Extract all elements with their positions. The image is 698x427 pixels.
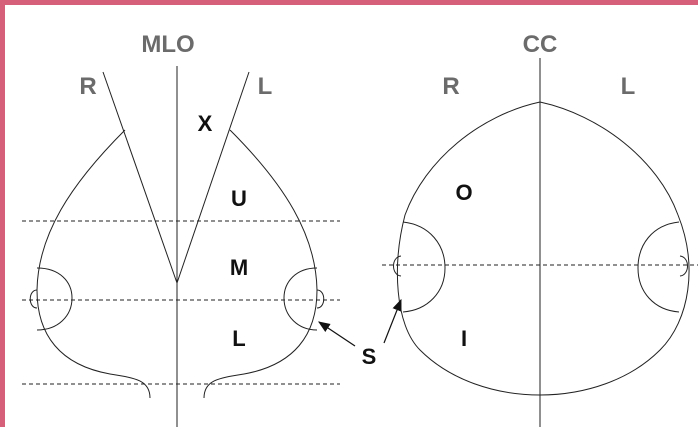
mlo-side-left-label: L	[258, 73, 273, 100]
mlo-right-breast-outline	[203, 129, 318, 399]
mlo-left-nipple-region	[36, 267, 73, 331]
cc-right-nipple	[679, 255, 688, 277]
mlo-right-nipple-region	[283, 267, 318, 331]
mlo-right-nipple	[316, 289, 325, 309]
mlo-side-right-label: R	[79, 73, 96, 100]
cc-region-o-label: O	[455, 180, 472, 205]
mlo-v-left	[102, 71, 178, 284]
mlo-region-x-label: X	[198, 111, 213, 136]
mlo-title: MLO	[141, 31, 194, 58]
cc-left-nipple-region	[402, 221, 446, 313]
mlo-view: MLO R L X U M L	[22, 31, 340, 427]
mlo-v-right	[176, 71, 250, 284]
s-annotation: S	[318, 298, 402, 369]
mlo-left-breast-outline	[36, 129, 151, 399]
cc-left-nipple	[393, 255, 402, 277]
mlo-left-nipple	[29, 289, 38, 309]
cc-side-right-label: R	[442, 73, 459, 100]
s-label: S	[362, 344, 377, 369]
s-arrow-cc	[383, 298, 402, 344]
cc-side-left-label: L	[621, 73, 636, 100]
cc-region-i-label: I	[461, 326, 467, 351]
mlo-region-m-label: M	[230, 255, 248, 280]
cc-title: CC	[523, 31, 558, 58]
mlo-region-u-label: U	[231, 186, 247, 211]
cc-breast-outline	[396, 101, 690, 396]
cc-view: CC R L O I	[382, 31, 698, 427]
cc-right-nipple-region	[637, 221, 680, 313]
mlo-region-l-label: L	[232, 326, 245, 351]
s-arrow-mlo	[318, 321, 356, 347]
